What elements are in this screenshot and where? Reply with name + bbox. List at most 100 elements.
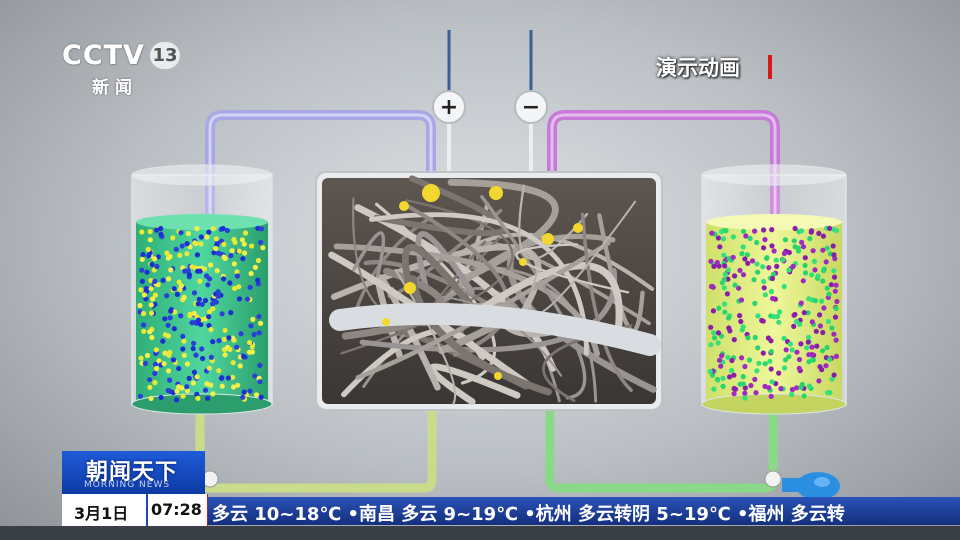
- particle: [229, 248, 235, 254]
- particle: [780, 257, 786, 263]
- particle: [152, 361, 159, 367]
- particle: [806, 359, 812, 365]
- particle: [742, 363, 748, 370]
- particle: [148, 310, 155, 316]
- particle: [222, 327, 228, 333]
- particle: [260, 245, 266, 251]
- carbon-fiber: [428, 363, 521, 406]
- particle: [258, 394, 264, 400]
- particle: [752, 376, 758, 382]
- particle: [749, 258, 756, 264]
- particle: [158, 231, 164, 237]
- particle: [250, 316, 256, 322]
- particle: [782, 365, 788, 371]
- particle: [743, 233, 749, 239]
- particle: [216, 338, 222, 344]
- particle: [796, 356, 803, 363]
- particle: [722, 271, 728, 277]
- ticker-text: 多云 10~18℃ •南昌 多云 9~19℃ •杭州 多云转阴 5~19℃ •福…: [212, 504, 845, 525]
- particle: [256, 330, 262, 336]
- particle: [236, 284, 242, 290]
- particle: [165, 387, 171, 394]
- particle: [769, 227, 775, 233]
- carbon-fiber: [415, 231, 475, 295]
- particle: [817, 364, 823, 370]
- particle: [194, 226, 200, 232]
- particle: [812, 298, 819, 304]
- particle: [230, 374, 236, 380]
- particle: [178, 313, 184, 319]
- particle: [714, 376, 721, 382]
- particle: [208, 326, 214, 333]
- particle: [160, 338, 166, 344]
- particle: [219, 383, 225, 389]
- ion-particle: [489, 186, 503, 200]
- particle: [730, 254, 736, 260]
- particle: [725, 267, 731, 273]
- carbon-fiber: [401, 244, 492, 334]
- particle: [152, 256, 158, 262]
- particle: [211, 250, 217, 256]
- particle: [782, 237, 789, 243]
- particle: [826, 291, 832, 297]
- particle: [833, 337, 839, 343]
- particle: [782, 357, 789, 363]
- particle: [720, 375, 726, 381]
- particle: [816, 378, 822, 384]
- particle: [142, 360, 148, 366]
- particle: [218, 375, 225, 381]
- particle: [722, 301, 728, 307]
- particle: [222, 255, 228, 261]
- particle: [813, 328, 819, 334]
- particle: [781, 283, 787, 290]
- particle: [241, 241, 247, 247]
- particle: [771, 248, 777, 254]
- particle: [137, 393, 144, 399]
- particle: [173, 246, 179, 252]
- particle: [153, 347, 159, 353]
- carbon-fiber: [352, 231, 386, 278]
- particle: [783, 347, 789, 353]
- particle: [239, 237, 245, 243]
- particle: [732, 282, 738, 288]
- broadcast-date: 3月1日: [74, 504, 129, 523]
- particle: [158, 225, 164, 232]
- channel-logo-mark: CCTV: [62, 40, 145, 71]
- particle: [727, 374, 733, 380]
- particle: [773, 257, 779, 263]
- particle: [709, 283, 716, 290]
- particle: [208, 382, 214, 388]
- particle: [245, 296, 251, 302]
- carbon-fiber: [447, 178, 559, 284]
- particle: [829, 376, 835, 382]
- particle: [834, 298, 840, 305]
- particle: [150, 296, 156, 302]
- particle: [742, 385, 748, 391]
- particle: [165, 322, 171, 328]
- particle: [831, 268, 837, 274]
- particle: [832, 288, 838, 294]
- particle: [771, 314, 777, 320]
- particle: [234, 344, 240, 350]
- particle: [759, 317, 765, 324]
- particle: [740, 244, 746, 250]
- particle: [792, 244, 798, 250]
- particle: [731, 385, 737, 392]
- right-valve: [764, 470, 782, 488]
- particle: [176, 384, 182, 390]
- particle: [806, 334, 812, 340]
- particle: [820, 233, 827, 239]
- particle: [194, 252, 200, 258]
- particle: [191, 310, 197, 316]
- particle: [221, 276, 227, 282]
- particle: [786, 267, 792, 273]
- particle: [752, 300, 758, 306]
- particle: [830, 243, 836, 249]
- particle: [828, 282, 835, 288]
- particle: [216, 293, 222, 299]
- particle: [823, 259, 829, 265]
- particle: [722, 263, 728, 269]
- particle: [148, 286, 154, 292]
- particle: [184, 384, 190, 390]
- particle: [799, 239, 805, 245]
